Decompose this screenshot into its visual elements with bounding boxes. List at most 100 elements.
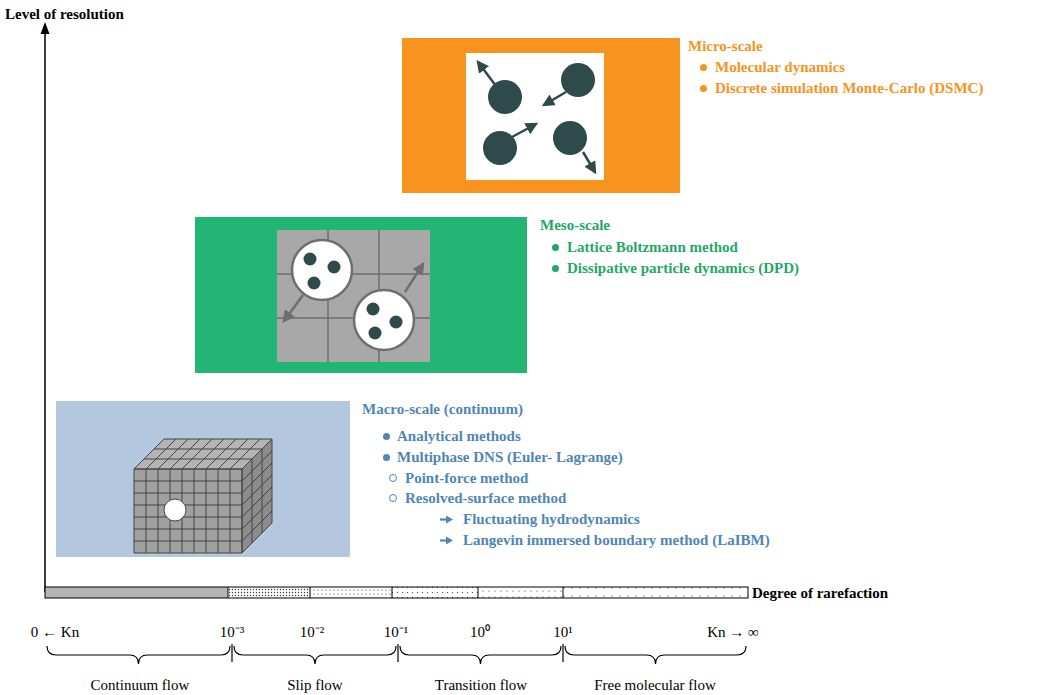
grid-line [146,469,147,553]
rarefaction-bar-part-part [310,587,311,598]
grid-line [242,439,272,469]
grid-line [134,469,242,470]
scale-heading: Micro-scale [688,38,763,54]
tick-label: 10⁻² [300,623,325,641]
macro-scale-panel: Macro-scale (continuum)Analytical method… [56,401,350,557]
axis-title: Level of resolution [5,5,124,23]
regime-label: Transition flow [435,676,527,694]
lattice-illustration-part [277,230,430,362]
axis-title-text: Level of resolution [5,6,124,22]
rarefaction-bar-part-part [563,587,564,598]
arrow-head [446,536,453,544]
brace [47,646,230,664]
arrow-stem [440,518,447,520]
axis-title-text: Degree of rarefaction [752,585,888,601]
rarefaction-bar [45,587,748,598]
method-item: Analytical methods [397,428,521,444]
lattice-illustration-part-part [369,327,382,340]
arrow-head [446,515,453,523]
regime-dividers-part [231,644,232,662]
lattice-illustration-part-part [354,290,414,350]
lattice-illustration-part-part [390,316,403,329]
method-item: Fluctuating hydrodynamics [463,511,640,527]
tick-label-text: 10⁻² [300,624,325,640]
tick-label: Kn → ∞ [707,623,759,641]
grid-line [242,451,272,481]
y-axis-part [41,22,50,34]
y-axis-part [44,32,46,592]
grid-line [242,487,272,517]
bullet-dot [383,454,390,461]
tick-label: 10⁰ [470,623,490,641]
method-item: Multiphase DNS (Euler- Lagrange) [397,449,623,465]
text-row: Multiphase DNS (Euler- Lagrange) [397,447,623,467]
grid-line [134,481,242,482]
grid-line [146,439,176,469]
molecules-illustration-part [466,53,604,180]
text-row: Micro-scale [688,36,763,56]
molecules-illustration-part-part [488,80,522,114]
rarefaction-bar-part-part [478,587,479,598]
molecules-illustration-part-part [544,92,566,105]
grid-line [242,463,272,493]
micro-panel [402,38,680,193]
bullet-dot [700,85,707,92]
tick-label: 0 ← Kn [31,623,79,641]
grid-line [134,469,242,470]
text-row: Analytical methods [397,426,521,446]
lattice-illustration-part-part [292,240,352,300]
bullet-ring [389,494,397,502]
grid-line [134,493,242,494]
grid-line [218,469,219,553]
grid-line [154,449,262,450]
regime-label: Free molecular flow [594,676,716,694]
molecules-illustration-part-part [553,121,587,155]
regime-label: Continuum flow [91,676,190,694]
text-row: Macro-scale (continuum) [362,399,523,419]
regime-braces [47,646,746,664]
grid-line [134,517,242,518]
lattice-illustration-part-part [284,295,303,321]
grid-cube-illustration-part [242,439,272,553]
rarefaction-bar-part [478,587,563,598]
rarefaction-bar-part [392,587,478,598]
macro-panel [56,401,350,557]
regime-label-text: Continuum flow [91,677,190,693]
grid-cube-illustration-part [134,439,272,553]
bullet-dot [383,433,390,440]
grid-line [242,439,272,469]
grid-line [242,475,272,505]
grid-line [134,439,164,469]
molecules-illustration-part-part [561,63,595,97]
micro-scale-panel: Micro-scaleMolecular dynamicsDiscrete si… [402,38,680,193]
grid-line [194,439,224,469]
molecules-illustration-part-part [512,124,536,137]
grid-line [242,523,272,553]
bullet-arrow [440,536,453,545]
lattice-illustration-part-part [367,303,380,316]
grid-line [170,439,200,469]
text-row: Discrete simulation Monte-Carlo (DSMC) [715,78,983,98]
rarefaction-bar-part-part [228,587,229,598]
tick-label: 10⁻¹ [384,623,409,641]
grid-line [144,459,252,460]
y-axis [41,22,50,592]
grid-line [134,553,242,554]
method-item: Point-force method [405,470,528,486]
text-row: Molecular dynamics [715,57,845,77]
tick-label: 10¹ [553,623,573,641]
method-item: Lattice Boltzmann method [567,239,738,255]
bullet-dot [552,265,559,272]
brace [565,646,746,664]
grid-line [206,469,207,553]
rarefaction-bar-part [228,587,310,598]
lattice-illustration-part [292,240,414,350]
brace [400,646,561,664]
meso-panel [195,217,527,373]
grid-line [194,469,195,553]
regime-dividers [232,644,563,662]
regime-dividers-part [562,644,563,662]
regime-label-text: Free molecular flow [594,677,716,693]
grid-line [230,439,260,469]
